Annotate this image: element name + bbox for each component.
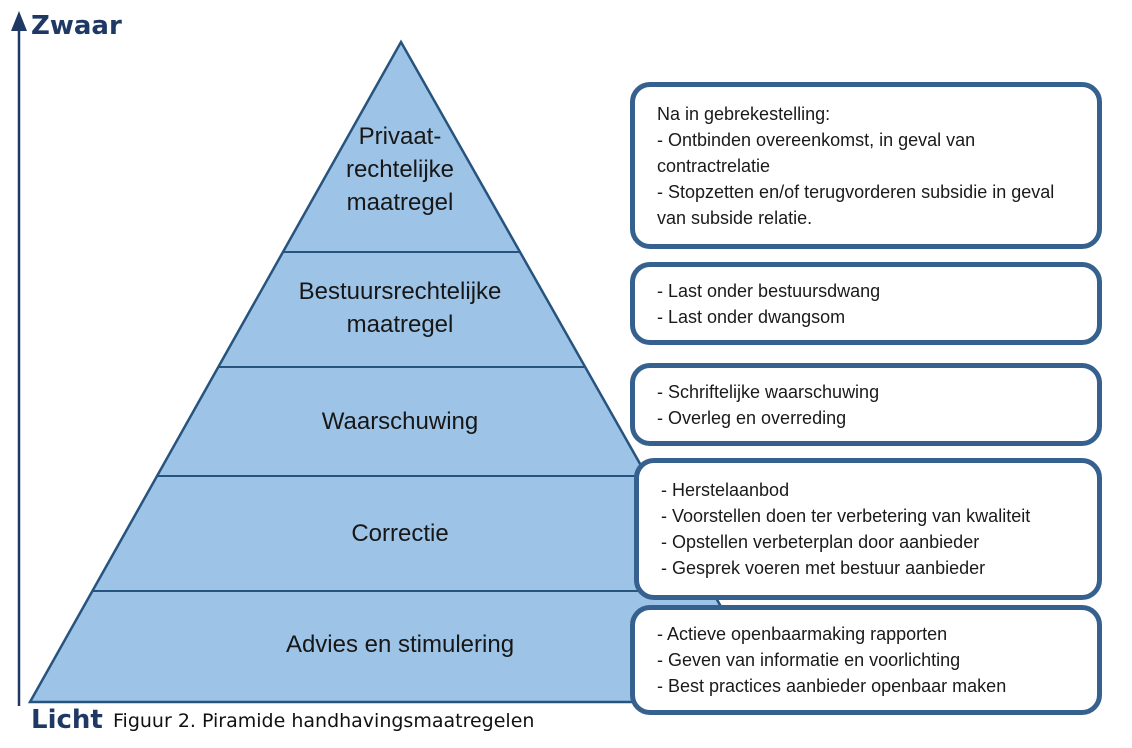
pyramid-level-label-bestuursrechtelijke-maatregel: Bestuursrechtelijke maatregel	[298, 278, 502, 338]
pyramid-level-label-advies-en-stimulering: Advies en stimulering	[285, 631, 515, 658]
callout-line: - Voorstellen doen ter verbetering van k…	[661, 506, 1031, 526]
callout-correctie: - Herstelaanbod - Voorstellen doen ter v…	[634, 458, 1102, 600]
callout-bestuursrechtelijke-maatregel: - Last onder bestuursdwang - Last onder …	[630, 262, 1102, 345]
callout-line: - Last onder bestuursdwang	[657, 280, 881, 301]
callout-line: - Schriftelijke waarschuwing	[657, 381, 880, 402]
callout-line: - Last onder dwangsom	[657, 306, 846, 327]
callout-line: - Overleg en overreding	[657, 407, 847, 428]
callout-line: - Gesprek voeren met bestuur aanbieder	[661, 558, 986, 578]
callout-waarschuwing: - Schriftelijke waarschuwing - Overleg e…	[630, 363, 1102, 446]
pyramid-level-label-correctie: Correctie	[351, 520, 449, 547]
callout-line: - Geven van informatie en voorlichting	[657, 650, 961, 670]
callout-line: - Best practices aanbieder openbaar make…	[657, 676, 1007, 696]
callout-privaatrechtelijke-maatregel: Na in gebrekestelling: - Ontbinden overe…	[630, 82, 1102, 249]
pyramid-triangle	[27, 39, 778, 704]
callout-line: - Herstelaanbod	[661, 480, 790, 500]
callout-line: Na in gebrekestelling:	[657, 103, 831, 124]
callout-advies-en-stimulering: - Actieve openbaarmaking rapporten - Gev…	[630, 605, 1102, 715]
pyramid-level-label-waarschuwing: Waarschuwing	[321, 408, 479, 435]
callout-line: - Actieve openbaarmaking rapporten	[657, 624, 948, 644]
axis-bottom-label: Licht	[31, 705, 103, 735]
pyramid-level-label-privaatrechtelijke-maatregel: Privaat- rechtelijke maatregel	[345, 123, 455, 216]
callout-line: - Ontbinden overeenkomst, in geval van c…	[657, 129, 976, 176]
axis-top-label: Zwaar	[31, 11, 122, 41]
axis-arrow-up-icon	[11, 11, 27, 31]
callout-line: - Stopzetten en/of terugvorderen subsidi…	[657, 181, 1055, 228]
figure-caption: Figuur 2. Piramide handhavingsmaatregele…	[113, 710, 535, 732]
callout-line: - Opstellen verbeterplan door aanbieder	[661, 532, 980, 552]
